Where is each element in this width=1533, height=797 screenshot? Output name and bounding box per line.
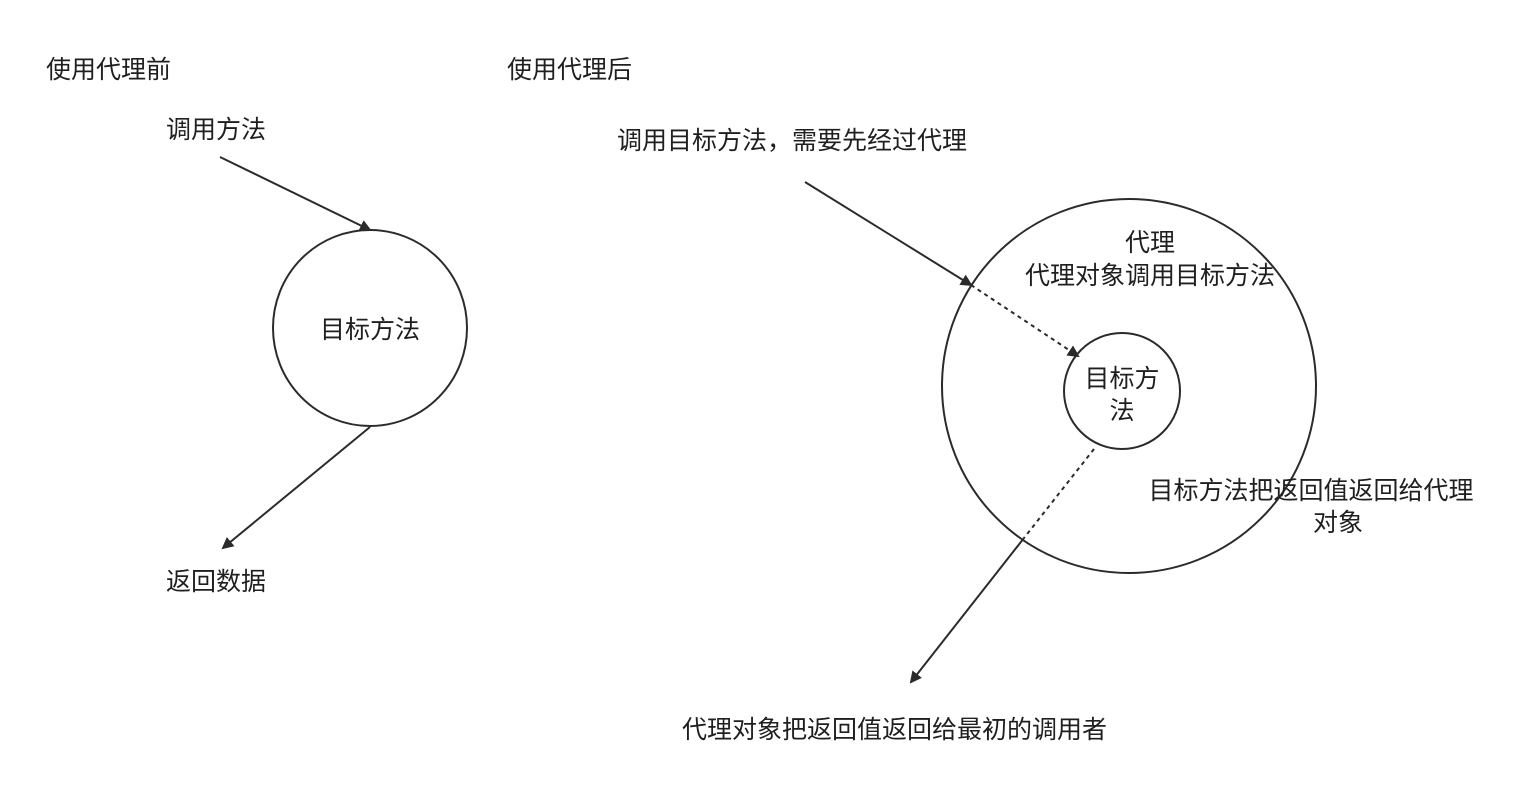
section-title-before: 使用代理前: [46, 55, 172, 84]
return-to-caller-label: 代理对象把返回值返回给最初的调用者: [682, 715, 1108, 744]
proxy-to-target-dotted-arrow: [970, 284, 1080, 358]
after-call-arrow-solid: [804, 181, 973, 287]
proxy-to-caller-return-arrow: [909, 537, 1025, 684]
before-target-method-label: 目标方法: [319, 315, 420, 344]
before-call-label: 调用方法: [166, 115, 267, 144]
return-to-proxy-label-line2: 对象: [1312, 508, 1363, 537]
return-to-proxy-label-line1: 目标方法把返回值返回给代理: [1148, 476, 1474, 505]
before-return-label: 返回数据: [166, 567, 267, 596]
proxy-title-label: 代理: [1124, 228, 1175, 257]
after-target-method-circle: [1063, 332, 1181, 450]
after-call-label: 调用目标方法，需要先经过代理: [617, 126, 968, 155]
before-return-arrow: [221, 426, 371, 550]
proxy-desc-label: 代理对象调用目标方法: [1024, 261, 1275, 290]
after-target-method-label-line2: 法: [1109, 396, 1135, 425]
after-target-method-label-line1: 目标方: [1084, 364, 1160, 393]
before-call-arrow: [219, 156, 372, 232]
target-to-proxy-dotted-return: [1023, 448, 1095, 539]
section-title-after: 使用代理后: [507, 55, 633, 84]
proxy-outer-circle: [941, 198, 1317, 574]
